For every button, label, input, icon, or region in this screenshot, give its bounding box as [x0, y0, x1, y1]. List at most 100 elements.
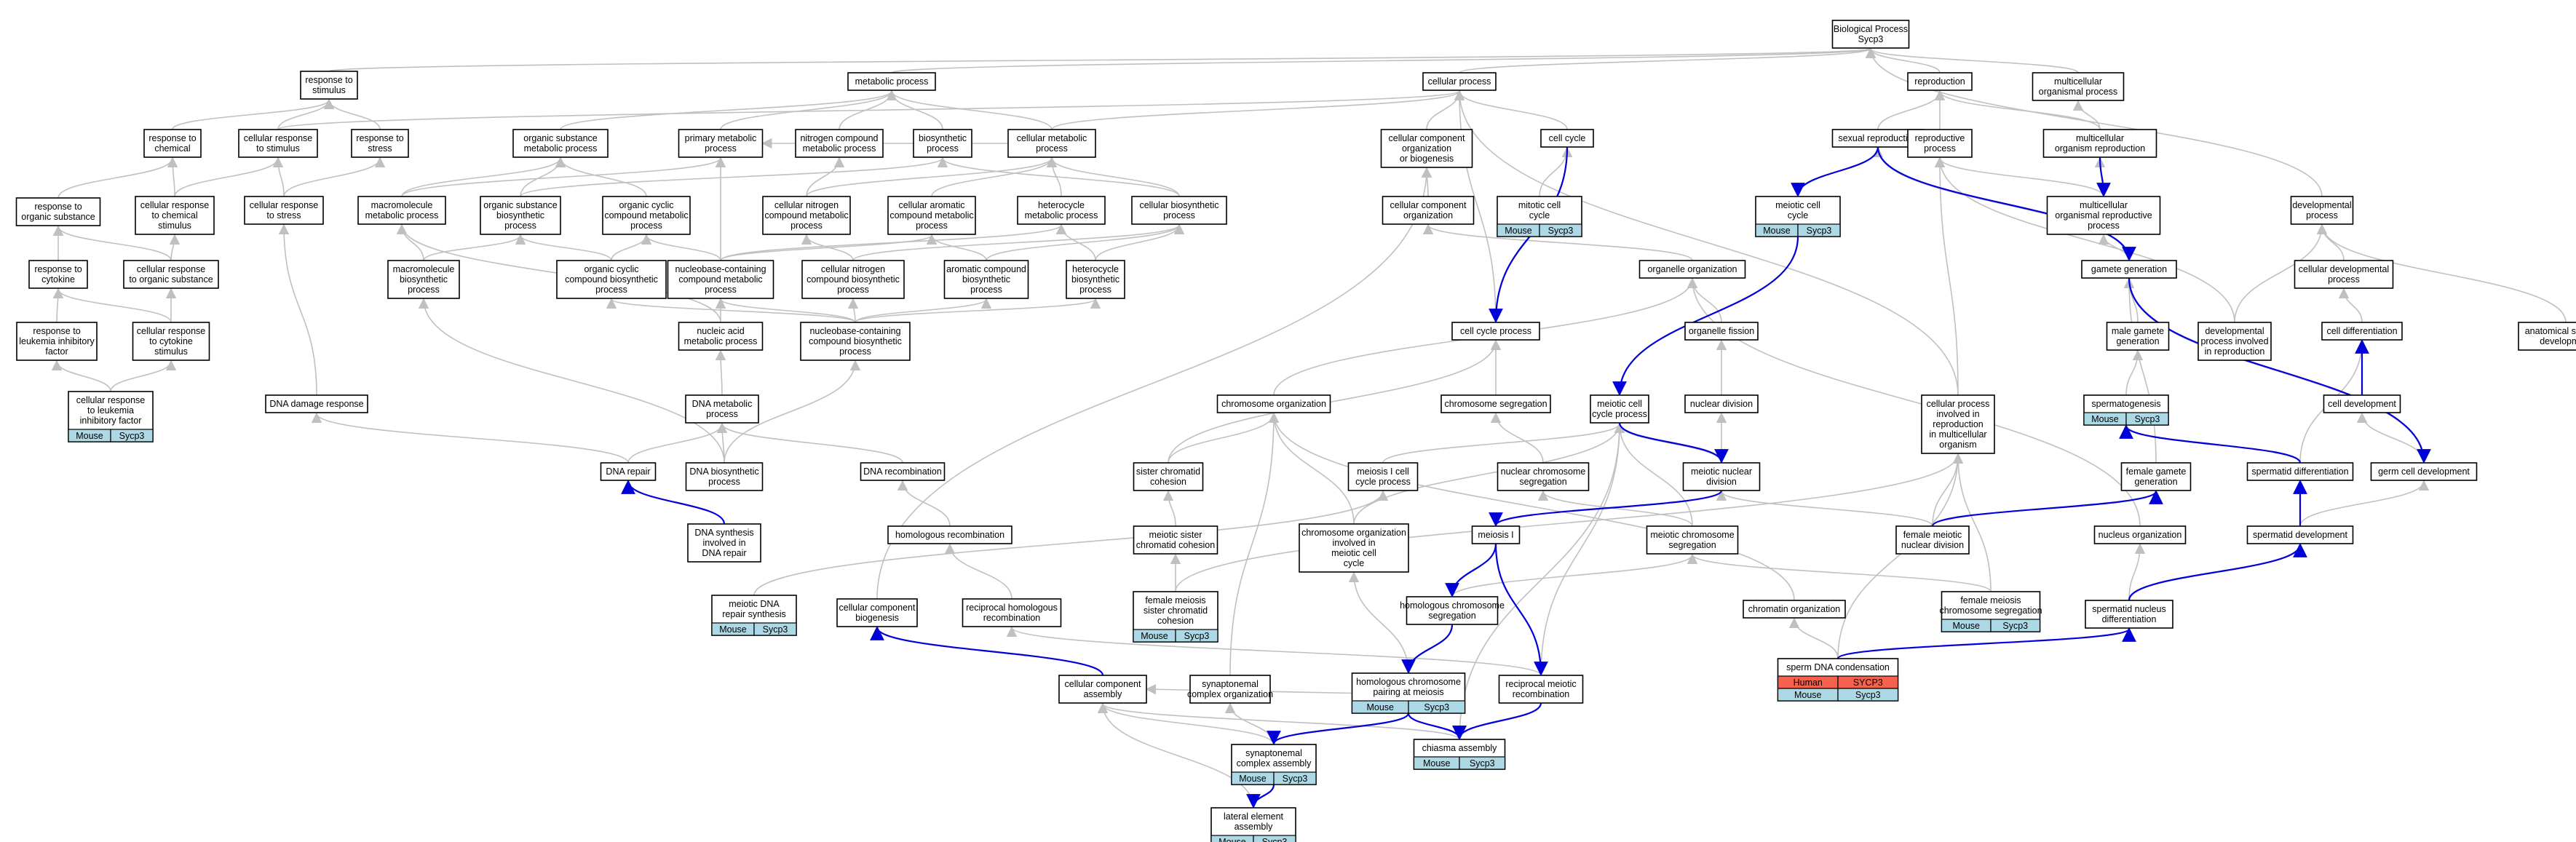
- go-node-orgorg[interactable]: organelle organization: [1638, 260, 1746, 279]
- go-node-dnarec[interactable]: DNA recombination: [860, 462, 946, 481]
- go-node-chrseg[interactable]: chromosome segregation: [1440, 394, 1551, 413]
- go-node-celldiff[interactable]: cell differentiation: [2321, 322, 2403, 341]
- go-node-sdiff[interactable]: spermatid differentiation: [2246, 462, 2354, 481]
- go-node-nucorg[interactable]: nucleus organization: [2093, 525, 2187, 544]
- go-node-mei1[interactable]: meiosis I: [1471, 525, 1521, 544]
- go-node-cellp[interactable]: cellular process: [1422, 72, 1497, 91]
- go-node-metab[interactable]: metabolic process: [847, 72, 936, 91]
- go-node-repro[interactable]: reproduction: [1907, 72, 1973, 91]
- go-node-nucdiv[interactable]: nuclear division: [1684, 394, 1759, 413]
- go-node-dnadr[interactable]: DNA damage response: [265, 394, 368, 413]
- go-node-gcd[interactable]: germ cell development: [2370, 462, 2478, 481]
- go-node-homrec[interactable]: homologous recombination: [887, 525, 1012, 544]
- go-node-gamgen[interactable]: gamete generation: [2081, 260, 2177, 279]
- node-box: [1907, 129, 1973, 158]
- go-node-chrorg[interactable]: chromosome organization: [1216, 394, 1331, 413]
- go-node-chrorg2[interactable]: chromatin organization: [1743, 600, 1846, 619]
- go-node-asd[interactable]: anatomical structuredevelopment: [2518, 322, 2576, 351]
- go-node-orgfis[interactable]: organelle fission: [1684, 322, 1759, 341]
- go-node-celldev[interactable]: cell development: [2323, 394, 2401, 413]
- go-node-ccp[interactable]: cell cycle process: [1451, 322, 1540, 341]
- go-node-cc[interactable]: cell cycle: [1540, 129, 1594, 148]
- go-node-dnarep[interactable]: DNA repair: [600, 462, 657, 481]
- go-node-sdev[interactable]: spermatid development: [2246, 525, 2354, 544]
